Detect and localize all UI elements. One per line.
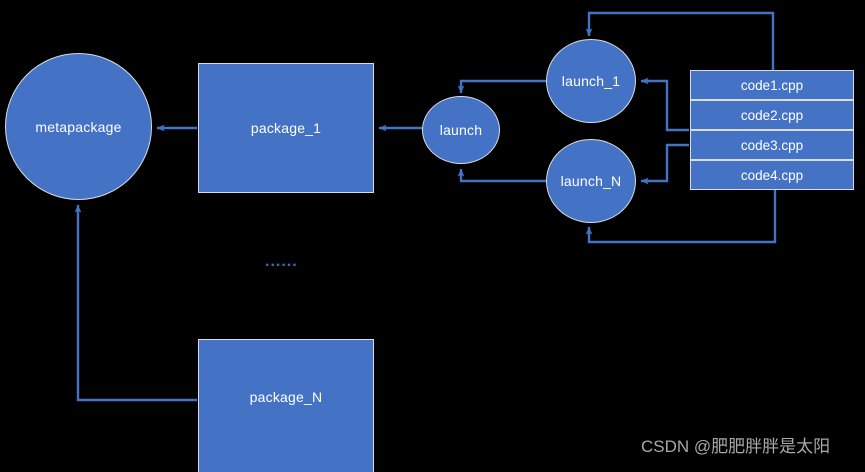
- code-file-row[interactable]: code1.cpp: [690, 70, 854, 100]
- watermark: CSDN @肥肥胖胖是太阳: [641, 437, 831, 456]
- node-launch-n-label: launch_N: [560, 173, 622, 189]
- code-file-label: code1.cpp: [740, 77, 804, 93]
- arrow-code2-to-launch1: [640, 77, 689, 132]
- arrow-code3-to-launchn: [640, 143, 689, 185]
- arrow-launchn-to-launch: [457, 168, 546, 183]
- node-launch-1[interactable]: launch_1: [546, 39, 636, 123]
- node-launch-label: launch: [439, 122, 483, 138]
- code-file-label: code3.cpp: [740, 137, 804, 153]
- node-package-n-label: package_N: [249, 389, 323, 405]
- ellipsis-indicator: ......: [265, 253, 298, 270]
- node-package-1[interactable]: package_1: [198, 63, 374, 193]
- node-package-n[interactable]: package_N: [198, 339, 374, 472]
- code-file-label: code2.cpp: [740, 107, 804, 123]
- node-metapackage[interactable]: metapackage: [5, 53, 152, 200]
- node-launch-n[interactable]: launch_N: [546, 139, 636, 223]
- arrow-launch1-to-launch: [457, 79, 546, 94]
- node-metapackage-label: metapackage: [35, 118, 122, 135]
- node-launch[interactable]: launch: [422, 96, 500, 164]
- code-file-label: code4.cpp: [740, 167, 804, 183]
- node-package-1-label: package_1: [250, 120, 322, 136]
- arrow-packagen-to-metapackage: [74, 204, 197, 402]
- code-file-row[interactable]: code4.cpp: [690, 160, 854, 190]
- code-file-row[interactable]: code3.cpp: [690, 130, 854, 160]
- node-launch-1-label: launch_1: [561, 73, 621, 89]
- code-file-row[interactable]: code2.cpp: [690, 100, 854, 130]
